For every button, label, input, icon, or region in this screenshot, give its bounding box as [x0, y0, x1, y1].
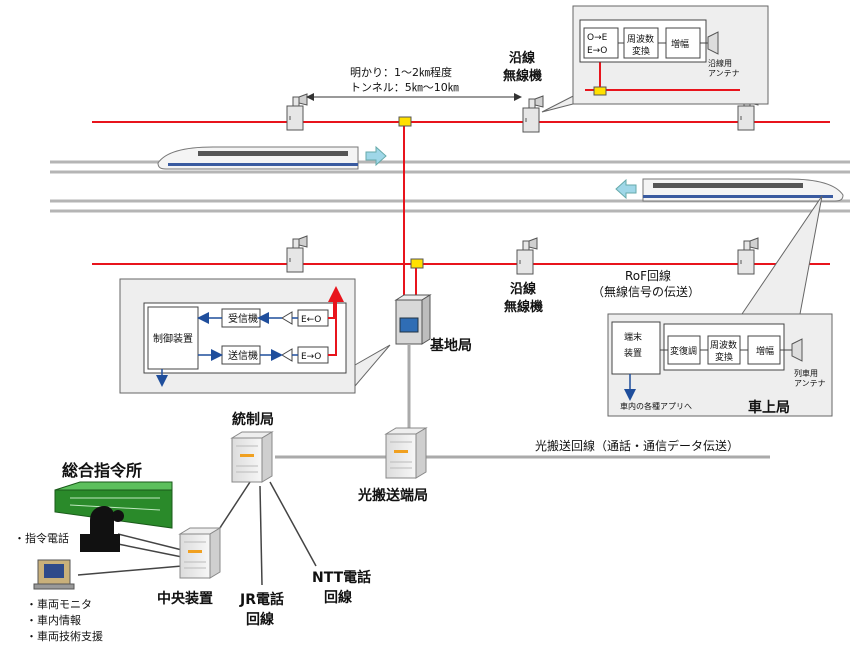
jr-phone-label: JR電話: [239, 591, 284, 608]
command-item-2: ・車両技術支援: [26, 629, 103, 643]
wayside-detail-callout: O→E E→O 周波数 変換 増幅 沿線用 アンテナ: [541, 5, 769, 113]
dispatch-phone-label: ・指令電話: [14, 531, 69, 545]
base-station-icon: [394, 294, 432, 345]
svg-text:アンテナ: アンテナ: [708, 69, 740, 78]
rof-connector-lower: [410, 258, 424, 269]
wayside-radio-icon: [286, 235, 308, 273]
svg-text:アンテナ: アンテナ: [794, 379, 826, 388]
command-item-1: ・車内情報: [26, 613, 81, 627]
direction-arrow-left-icon: [615, 178, 637, 200]
antenna-icon: [707, 31, 719, 55]
svg-text:E→O: E→O: [301, 352, 321, 362]
svg-text:変換: 変換: [715, 351, 733, 363]
wayside-radio-icon: [737, 237, 759, 275]
svg-text:沿線用: 沿線用: [708, 58, 732, 68]
command-center-display-icon: [54, 481, 173, 552]
svg-text:列車用: 列車用: [794, 368, 818, 378]
wayside-radio-icon: [522, 95, 544, 133]
optical-line-label: 光搬送回線（通話・通信データ伝送）: [535, 438, 739, 453]
rof-connector-upper: [398, 116, 412, 127]
svg-text:E→O: E→O: [587, 46, 607, 56]
onboard-station-callout: 端末 装置 変復調 周波数 変換 増幅 列車用 アンテナ 車内の各種アプリへ 車…: [607, 195, 833, 417]
svg-text:受信機: 受信機: [228, 312, 258, 325]
control-station-label: 統制局: [232, 411, 274, 428]
optical-terminal-server-icon: [385, 427, 427, 479]
antenna-icon: [791, 338, 803, 362]
jr-phone-line: [259, 485, 263, 586]
svg-text:制御装置: 制御装置: [153, 332, 193, 345]
command-item-0: ・車両モニタ: [26, 597, 92, 611]
svg-text:装置: 装置: [624, 347, 642, 359]
wayside-radio-icon: [286, 93, 308, 131]
ntt-phone-label: NTT電話: [312, 569, 371, 586]
svg-text:送信機: 送信機: [228, 349, 258, 362]
onboard-station-label: 車上局: [748, 399, 790, 416]
direction-arrow-right-icon: [365, 145, 387, 167]
control-station-server-icon: [231, 431, 273, 483]
ntt-phone-label: 回線: [324, 589, 352, 606]
computer-monitor-icon: [33, 559, 75, 590]
dispatch-phone-line: [117, 543, 183, 558]
ntt-phone-line: [269, 481, 317, 567]
wayside-title-top: 無線機: [503, 68, 542, 84]
base-station-detail-callout: 制御装置 受信機 送信機 E←O E→O: [119, 278, 391, 394]
svg-text:増幅: 増幅: [671, 38, 689, 50]
train-upper-icon: [157, 146, 359, 170]
central-unit-server-icon: [179, 527, 221, 579]
wayside-title-bottom: 無線機: [504, 299, 543, 315]
svg-text:周波数: 周波数: [710, 339, 737, 351]
svg-text:周波数: 周波数: [627, 33, 654, 45]
track-lower: [50, 199, 850, 213]
central-unit-label: 中央装置: [157, 590, 213, 607]
optical-terminal-label: 光搬送端局: [357, 487, 428, 504]
rof-label-sub: （無線信号の伝送）: [592, 284, 700, 299]
svg-text:増幅: 増幅: [756, 345, 774, 357]
svg-text:E←O: E←O: [301, 315, 321, 325]
svg-text:車内の各種アプリへ: 車内の各種アプリへ: [620, 401, 692, 411]
spacing-open: 明かり：1～2㎞程度: [350, 65, 452, 79]
svg-text:O→E: O→E: [587, 33, 608, 43]
wayside-title-top: 沿線: [509, 50, 536, 66]
rof-label: RoF回線: [625, 268, 671, 283]
center-to-monitor-line: [117, 533, 183, 551]
svg-text:端末: 端末: [624, 331, 642, 343]
wayside-radio-icon: [516, 237, 538, 275]
jr-phone-label: 回線: [246, 611, 274, 628]
spacing-tunnel: トンネル：5㎞～10㎞: [350, 81, 459, 94]
base-station-label: 基地局: [430, 337, 472, 354]
monitor-line: [77, 565, 183, 576]
train-lower-icon: [642, 178, 844, 202]
svg-text:変復調: 変復調: [670, 345, 697, 357]
svg-text:変換: 変換: [632, 45, 650, 57]
wayside-title-bottom: 沿線: [510, 281, 537, 297]
command-center-title: 総合指令所: [62, 461, 142, 480]
